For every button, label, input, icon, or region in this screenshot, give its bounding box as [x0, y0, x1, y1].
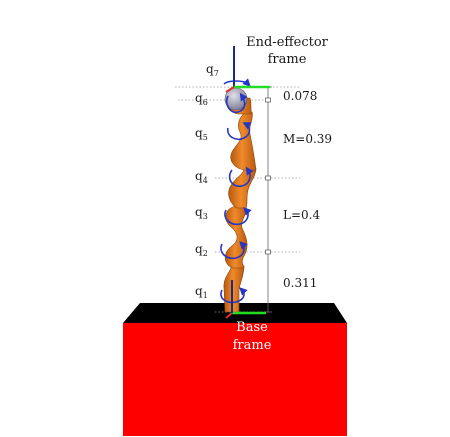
- end-effector-x-axis: [225, 86, 235, 93]
- joint-label-q3: q3: [195, 205, 208, 221]
- robot-arm: [223, 97, 257, 313]
- end-effector-label-line1: End-effector: [246, 35, 329, 50]
- link-upper: [230, 111, 257, 171]
- base-frame: [225, 300, 266, 319]
- link-middle: [228, 167, 257, 209]
- rotation-arrow-q7: [223, 78, 251, 87]
- base-label-line1: Base: [236, 320, 268, 335]
- end-effector-label-line2: frame: [268, 52, 307, 67]
- dimension-lower: L=0.4: [283, 208, 320, 222]
- joint-label-q4: q4: [195, 169, 208, 185]
- pedestal: [123, 303, 347, 436]
- dimension-base: 0.311: [283, 276, 317, 290]
- dimension-line: [264, 86, 272, 313]
- end-effector-frame: [225, 46, 270, 93]
- base-label-line2: frame: [233, 338, 272, 353]
- joint-label-q5: q5: [195, 126, 208, 142]
- joint-label-q7: q7: [206, 62, 219, 78]
- dimension-top: 0.078: [283, 89, 317, 103]
- joint-label-q6: q6: [195, 91, 208, 107]
- rotation-arrow-q1: [220, 287, 248, 304]
- rotation-arrow-q6: [225, 92, 248, 114]
- dimension-upper: M=0.39: [283, 132, 332, 146]
- rotation-arrows: [220, 78, 254, 304]
- base-x-axis: [225, 312, 233, 319]
- pedestal-front: [123, 323, 347, 436]
- rotation-arrow-q5: [226, 122, 252, 141]
- joint-label-q1: q1: [195, 284, 208, 300]
- rotation-arrow-q3: [224, 207, 252, 226]
- rotation-arrow-q4: [228, 166, 254, 188]
- dimension-labels: 0.078 M=0.39 L=0.4 0.311: [283, 89, 332, 290]
- joint-labels: q7 q6 q5 q4 q3 q2 q1: [195, 62, 219, 300]
- rotation-arrow-q2: [220, 241, 248, 260]
- joint-label-q2: q2: [195, 242, 208, 258]
